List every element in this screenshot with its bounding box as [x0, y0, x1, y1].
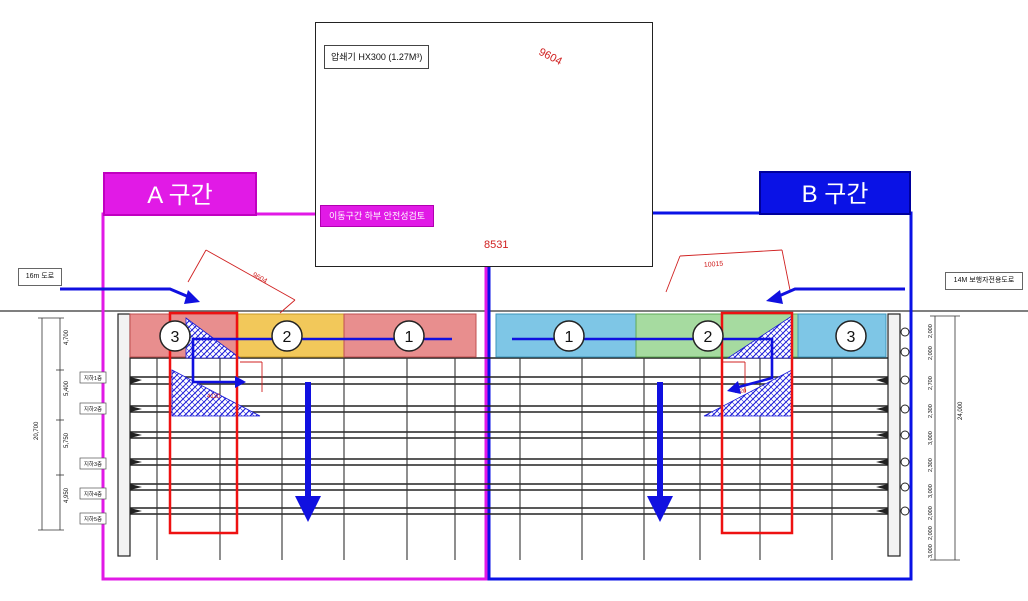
svg-text:2,000: 2,000	[928, 506, 934, 520]
left-vdim-1: 5,400	[64, 380, 70, 396]
svg-text:지하2층: 지하2층	[84, 405, 102, 413]
wall-ties	[900, 327, 910, 516]
left-vdim-0: 4,700	[64, 329, 70, 345]
left-vdim-3: 4,950	[64, 487, 70, 503]
inset-dim-slope: 9604	[536, 46, 564, 68]
svg-text:3,000: 3,000	[928, 431, 934, 445]
dim-left-small: 4120	[207, 394, 221, 400]
red-frame-a	[168, 311, 239, 535]
svg-text:지하3층: 지하3층	[84, 460, 102, 468]
inset-title: 압쇄기 HX300 (1.27M³)	[324, 45, 430, 69]
step-circle-b-1: 1	[553, 320, 585, 352]
left-vertical-dims	[38, 317, 64, 531]
left-total-dim: 20,700	[34, 421, 40, 440]
svg-text:3,000: 3,000	[928, 484, 934, 498]
left-vdim-2: 5,750	[64, 432, 70, 448]
step-circle-a-3: 3	[159, 320, 191, 352]
svg-text:2,700: 2,700	[928, 376, 934, 390]
step-circle-b-3: 3	[835, 320, 867, 352]
svg-text:1: 1	[565, 329, 574, 346]
svg-text:2,000: 2,000	[928, 346, 934, 360]
level-tags: 지하1층 지하2층 지하3층 지하4층 지하5층	[79, 371, 107, 525]
red-frame-b	[720, 311, 794, 535]
dimension-lines	[187, 249, 791, 392]
wale-brackets	[130, 377, 888, 514]
svg-text:2,300: 2,300	[928, 458, 934, 472]
svg-text:2,000: 2,000	[928, 324, 934, 338]
step-circle-a-1: 1	[393, 320, 425, 352]
zone-a-label: A 구간	[103, 172, 257, 216]
right-retaining-wall	[887, 313, 901, 557]
svg-text:3,000: 3,000	[928, 544, 934, 558]
svg-text:지하4층: 지하4층	[84, 490, 102, 498]
dim-right-slope: 10015	[704, 261, 724, 269]
right-vertical-dims	[930, 315, 960, 561]
dim-left-slope: 9604	[251, 272, 268, 286]
entry-arrow-left	[60, 287, 200, 304]
svg-text:지하5층: 지하5층	[84, 515, 102, 523]
svg-text:3: 3	[171, 329, 180, 346]
inset-note: 이동구간 하부 안전성검토	[320, 205, 435, 227]
inset-detail-panel: 압쇄기 HX300 (1.27M³) 이동구간 하부 안전성검토 9604 85…	[315, 22, 653, 267]
left-retaining-wall	[117, 313, 131, 557]
svg-text:2,000: 2,000	[928, 526, 934, 540]
path-arrow-a	[191, 337, 452, 388]
zone-a-boundary	[101, 212, 488, 581]
svg-text:2: 2	[704, 329, 713, 346]
zone-b-label: B 구간	[759, 171, 911, 215]
svg-text:지하1층: 지하1층	[84, 374, 102, 382]
svg-text:2: 2	[283, 329, 292, 346]
entry-arrow-right	[766, 287, 905, 304]
right-vdim-labels: 2,000 2,000 2,700 2,300 3,000 2,300 3,00…	[928, 324, 934, 558]
svg-text:3: 3	[847, 329, 856, 346]
zone-b-boundary	[487, 211, 913, 581]
right-road-tag: 14M 보행자전용도로	[945, 272, 1023, 290]
svg-text:1: 1	[405, 329, 414, 346]
left-road-tag: 16m 도로	[18, 268, 62, 286]
right-total-dim: 24,000	[958, 401, 964, 420]
step-circle-b-2: 2	[692, 320, 724, 352]
path-arrow-b	[512, 337, 774, 394]
down-arrow-a	[295, 382, 321, 522]
svg-text:2,300: 2,300	[928, 404, 934, 418]
inset-dim-base: 8531	[484, 239, 509, 251]
step-circle-a-2: 2	[271, 320, 303, 352]
down-arrow-b	[647, 382, 673, 522]
